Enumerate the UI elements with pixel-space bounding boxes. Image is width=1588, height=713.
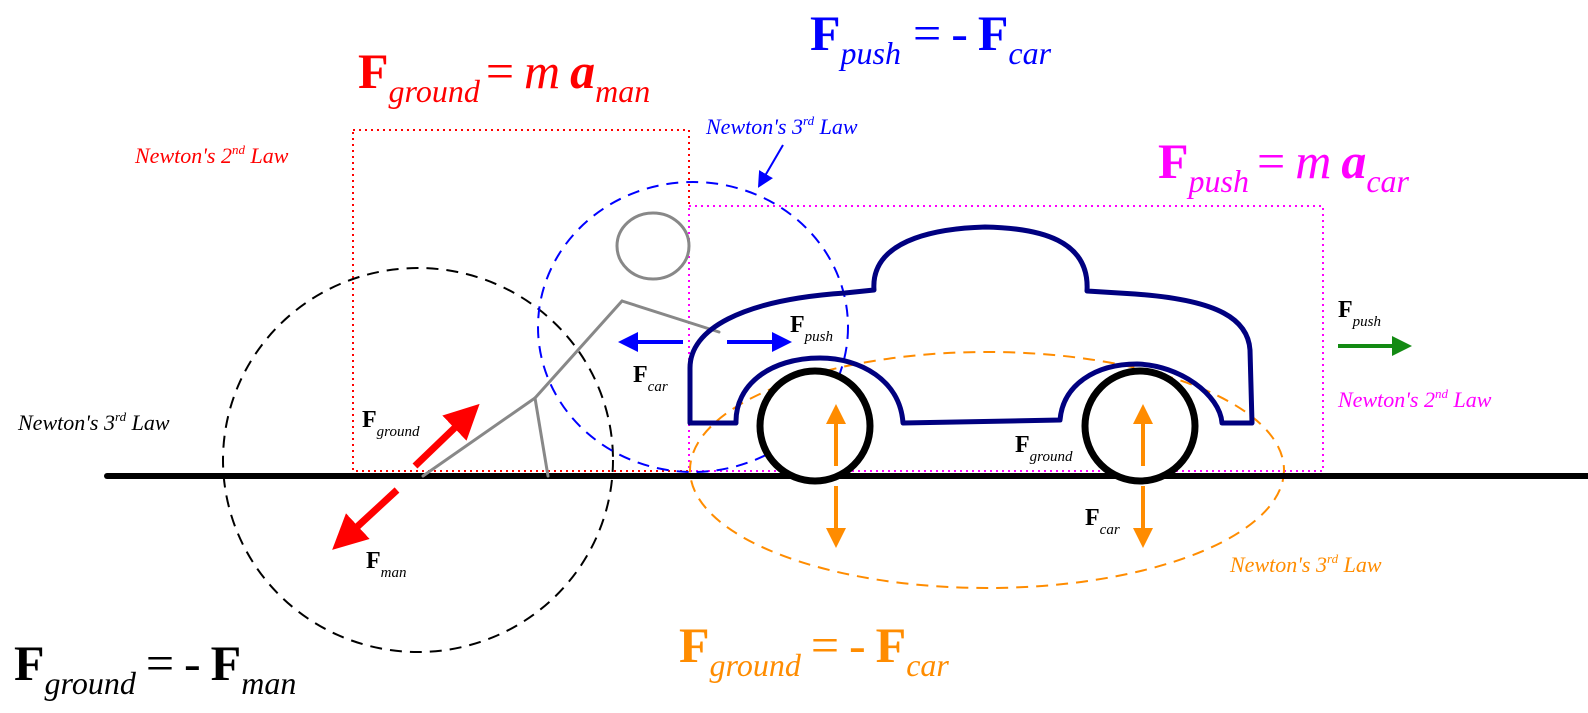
equation-newtons-3rd-law-ground-car: Fground=-Fcar bbox=[679, 617, 949, 683]
force-label-ground-on-man: Fground bbox=[362, 407, 420, 440]
force-label-car-on-ground: Fcar bbox=[1085, 505, 1120, 538]
newtons-3rd-law-ellipse-ground-car bbox=[689, 351, 1285, 589]
label-newtons-3rd-law-man-car: Newton's 3rd Law bbox=[705, 113, 858, 139]
force-arrow-man-on-ground bbox=[332, 487, 400, 550]
man-head bbox=[615, 211, 691, 281]
car-body bbox=[687, 224, 1255, 426]
stick-figure-man bbox=[421, 211, 721, 478]
man-arm bbox=[620, 299, 721, 334]
force-label-car-on-man: Fcar bbox=[633, 362, 668, 395]
newtons-2nd-law-box-man bbox=[352, 129, 690, 472]
newtons-3rd-law-circle-man-car bbox=[537, 181, 849, 473]
force-label-net-push: Fpush bbox=[1338, 297, 1381, 330]
rear-wheel bbox=[1081, 367, 1199, 485]
newtons-3rd-law-circle-ground-man bbox=[222, 267, 614, 653]
label-newtons-2nd-law-car: Newton's 2nd Law bbox=[1337, 386, 1492, 412]
equation-newtons-3rd-law-push: Fpush=-Fcar bbox=[810, 5, 1052, 71]
force-label-man-on-ground: Fman bbox=[366, 548, 407, 581]
force-label-push-on-car: Fpush bbox=[790, 312, 833, 345]
force-arrow-ground-on-man bbox=[412, 403, 480, 469]
force-label-ground-on-car: Fground bbox=[1015, 432, 1073, 465]
label-newtons-3rd-law-ground-man: Newton's 3rd Law bbox=[17, 409, 170, 435]
equation-newtons-3rd-law-ground-man: Fground=-Fman bbox=[14, 635, 296, 701]
label-newtons-3rd-law-ground-car: Newton's 3rd Law bbox=[1229, 551, 1382, 577]
label-newtons-2nd-law-man: Newton's 2nd Law bbox=[134, 142, 289, 168]
law-pointer-arrow bbox=[757, 144, 784, 188]
man-front-leg bbox=[533, 396, 550, 478]
man-body bbox=[533, 299, 624, 400]
front-wheel bbox=[756, 367, 874, 485]
man-back-leg bbox=[421, 396, 537, 478]
